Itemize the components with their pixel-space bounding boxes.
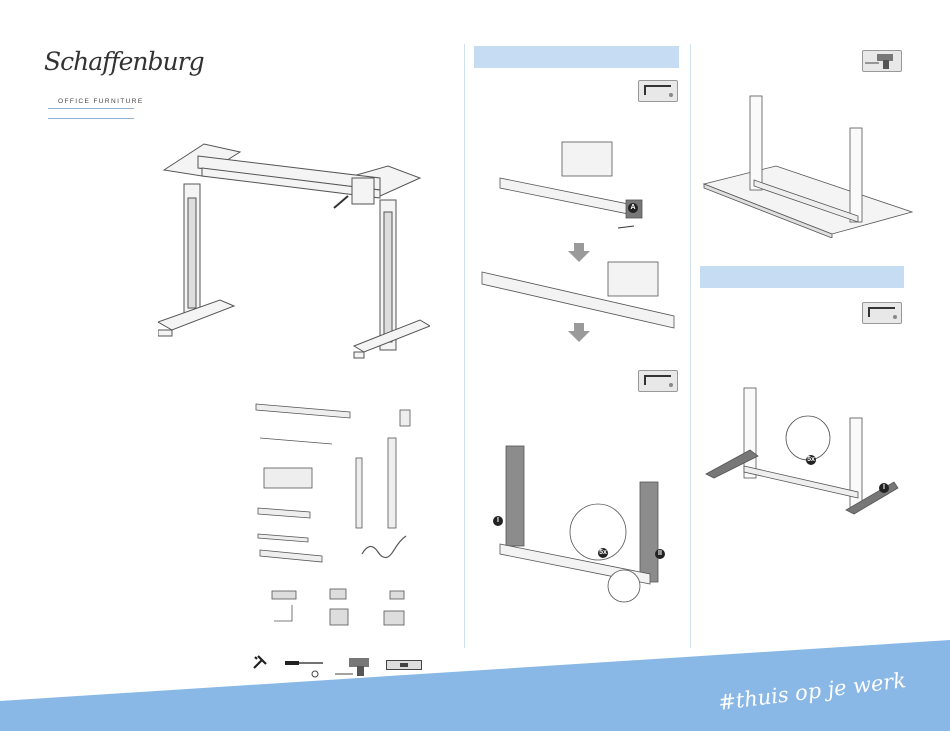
brand-subtitle: OFFICE FURNITURE xyxy=(58,98,144,105)
brand-rule-bottom xyxy=(48,118,134,119)
hardware-list-illustration xyxy=(252,585,412,635)
brand-rule-top xyxy=(48,108,134,109)
step-2-badge-2: II xyxy=(655,549,665,559)
tabletop-illustration xyxy=(702,92,914,238)
parts-list-illustration xyxy=(252,398,420,574)
step-3-header xyxy=(700,266,904,288)
drill-icon-2 xyxy=(862,50,902,72)
step-arrow-2 xyxy=(568,323,590,342)
desk-frame-illustration xyxy=(158,138,430,360)
crossbar-illustration-a xyxy=(478,130,683,240)
allen-key-icon-3 xyxy=(862,302,902,324)
allen-key-icon xyxy=(638,80,678,102)
step-3-badge-2: 5x xyxy=(806,455,816,465)
column-divider-right xyxy=(690,44,691,648)
brand-name: Schaffenburg xyxy=(44,42,144,82)
column-divider-left xyxy=(464,44,465,648)
step-2-badge-3: 5x xyxy=(598,548,608,558)
step-2-badge-1: I xyxy=(493,516,503,526)
leg-assembly-illustration xyxy=(474,440,684,610)
feet-assembly-illustration xyxy=(704,382,900,516)
step-1-badge: A xyxy=(628,203,638,213)
allen-key-icon-2 xyxy=(638,370,678,392)
step-1-header xyxy=(474,46,679,68)
step-3-badge-1: I xyxy=(879,483,889,493)
brand-logo: Schaffenburg xyxy=(44,42,144,82)
